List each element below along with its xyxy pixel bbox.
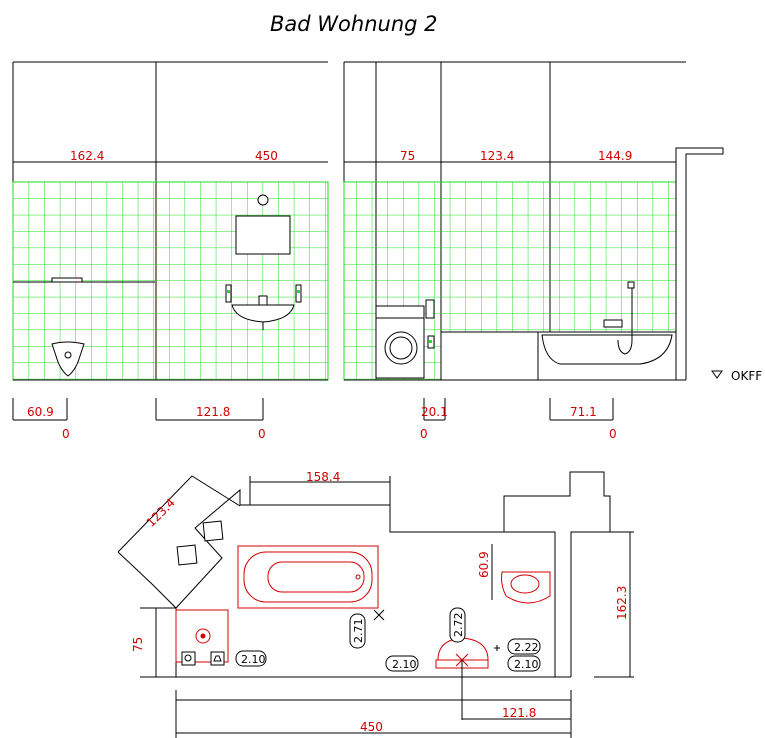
dim-label: 60.9 [477,551,491,578]
dim-label: 75 [400,149,415,163]
dim-label: 20.1 [421,405,448,419]
bathtub-plan [237,545,379,609]
dim-label: 0 [420,427,428,441]
dim-label: 75 [131,637,145,652]
dim-label: 0 [258,427,266,441]
lamp-icon [257,194,269,206]
floor-level-marker [711,370,723,379]
svg-text:2.10: 2.10 [241,653,266,666]
dim-label: 121.8 [502,706,536,720]
dim-label: 121.8 [196,405,230,419]
washing-machine [375,299,435,379]
toilet-elevation [51,341,85,377]
dim-label: 0 [62,427,70,441]
dim-label: 123.4 [144,496,178,530]
tag-badge: 2.10 [235,650,267,667]
toilet-plan [501,571,551,604]
dim-label: 0 [609,427,617,441]
elevation-right: 75 123.4 144.9 OKFF 20 [343,61,762,441]
dim-label: 144.9 [598,149,632,163]
dim-label: 158.4 [306,470,340,484]
dim-label: 123.4 [480,149,514,163]
svg-text:2.10: 2.10 [514,658,539,671]
tag-badge: 2.71 [349,613,366,649]
dim-label: 60.9 [27,405,54,419]
tag-badge: 2.10 [385,655,419,672]
svg-text:2.10: 2.10 [392,658,417,671]
tag-badge: 2.72 [449,607,466,643]
dim-label: 162.3 [615,586,629,620]
svg-text:2.22: 2.22 [514,641,539,654]
dim-label: 450 [360,720,383,734]
tag-badge: 2.22 [507,638,541,655]
floor-plan: 158.4 123.4 75 450 121.8 162.3 60.9 2.10… [117,470,634,738]
tag-badge: 2.10 [507,655,541,672]
washbasin-elevation [225,284,302,330]
washer-plan [175,609,229,663]
dim-label: 162.4 [70,149,104,163]
floor-level-label: OKFF [731,369,762,383]
dim-label: 71.1 [570,405,597,419]
svg-text:2.71: 2.71 [352,619,365,644]
elevation-left: 162.4 450 60.9 0 121 [12,61,329,441]
dim-label: 450 [255,149,278,163]
drawing-title: Bad Wohnung 2 [270,12,438,36]
mirror [235,215,291,255]
bathtub-elevation [541,281,673,365]
svg-text:2.72: 2.72 [452,613,465,638]
